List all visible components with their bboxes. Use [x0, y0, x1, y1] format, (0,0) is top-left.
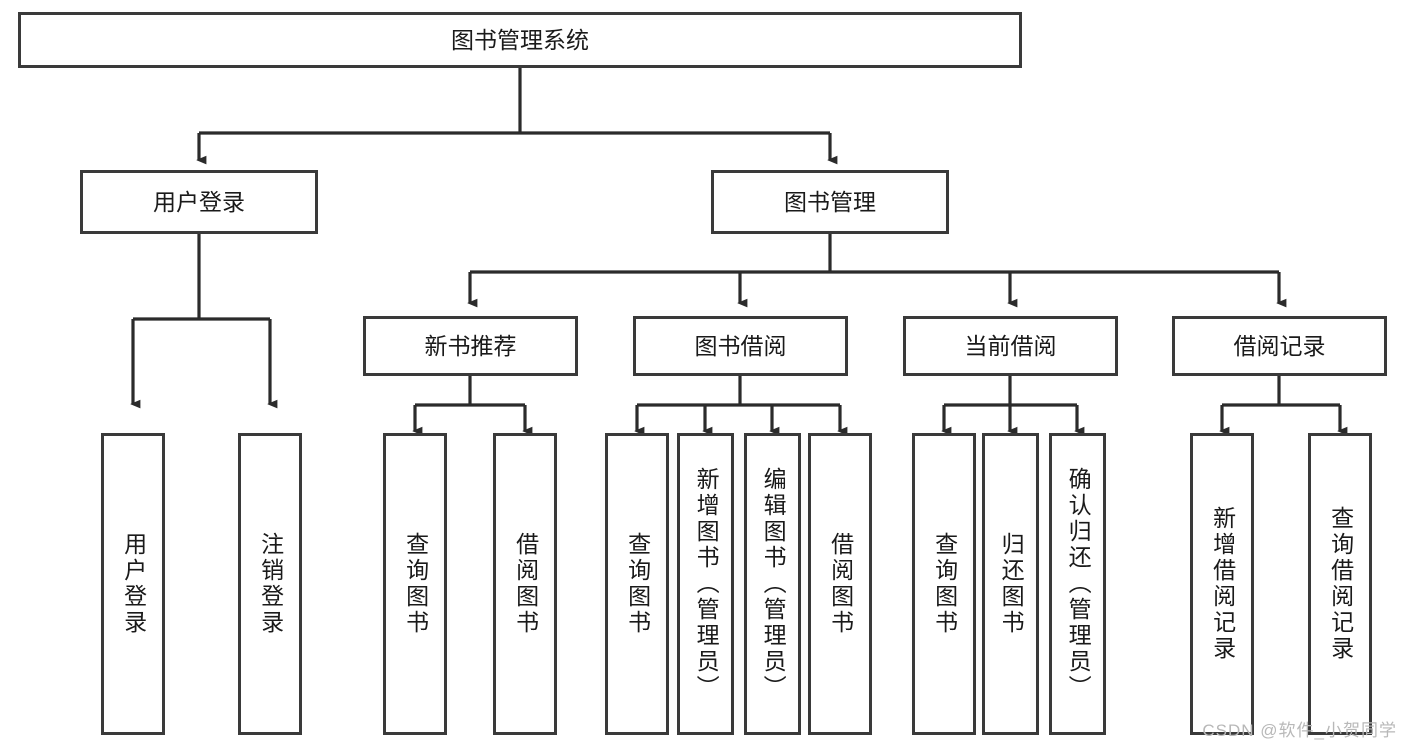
node-leaf-add-record[interactable]: 新增借阅记录 [1190, 433, 1254, 735]
node-root-label: 图书管理系统 [451, 26, 589, 53]
node-leaf-borrow-book-1-label: 借阅图书 [512, 532, 539, 636]
node-leaf-logout[interactable]: 注销登录 [238, 433, 302, 735]
node-leaf-query-book-1[interactable]: 查询图书 [383, 433, 447, 735]
node-current-borrow-label: 当前借阅 [964, 332, 1057, 359]
node-new-book-recommend-label: 新书推荐 [424, 332, 517, 359]
node-leaf-add-book-label: 新增图书（管理员） [693, 467, 720, 701]
node-leaf-query-book-2[interactable]: 查询图书 [605, 433, 669, 735]
node-user-login[interactable]: 用户登录 [80, 170, 318, 234]
watermark: CSDN @软件_小贺同学 [1202, 721, 1397, 740]
node-leaf-user-login[interactable]: 用户登录 [101, 433, 165, 735]
node-leaf-edit-book-label: 编辑图书（管理员） [760, 467, 787, 701]
node-book-management-label: 图书管理 [784, 188, 876, 215]
node-leaf-return-book-label: 归还图书 [998, 532, 1025, 636]
node-current-borrow[interactable]: 当前借阅 [903, 316, 1118, 376]
node-leaf-query-book-1-label: 查询图书 [402, 532, 429, 636]
node-leaf-borrow-book-2[interactable]: 借阅图书 [808, 433, 872, 735]
node-book-borrow-label: 图书借阅 [694, 332, 787, 359]
node-book-management[interactable]: 图书管理 [711, 170, 949, 234]
node-leaf-borrow-book-1[interactable]: 借阅图书 [493, 433, 557, 735]
node-root[interactable]: 图书管理系统 [18, 12, 1022, 68]
node-leaf-logout-label: 注销登录 [257, 532, 284, 636]
node-leaf-query-book-3-label: 查询图书 [931, 532, 958, 636]
node-user-login-label: 用户登录 [153, 188, 245, 215]
node-leaf-user-login-label: 用户登录 [120, 532, 147, 636]
node-leaf-return-book[interactable]: 归还图书 [982, 433, 1039, 735]
node-book-borrow[interactable]: 图书借阅 [633, 316, 848, 376]
node-leaf-add-book[interactable]: 新增图书（管理员） [677, 433, 734, 735]
node-borrow-record[interactable]: 借阅记录 [1172, 316, 1387, 376]
node-leaf-edit-book[interactable]: 编辑图书（管理员） [744, 433, 801, 735]
node-leaf-add-record-label: 新增借阅记录 [1209, 506, 1236, 662]
node-leaf-query-book-3[interactable]: 查询图书 [912, 433, 976, 735]
node-leaf-query-book-2-label: 查询图书 [624, 532, 651, 636]
node-new-book-recommend[interactable]: 新书推荐 [363, 316, 578, 376]
node-borrow-record-label: 借阅记录 [1233, 332, 1326, 359]
node-leaf-confirm-return-label: 确认归还（管理员） [1065, 467, 1092, 701]
node-leaf-borrow-book-2-label: 借阅图书 [827, 532, 854, 636]
node-leaf-confirm-return[interactable]: 确认归还（管理员） [1049, 433, 1106, 735]
node-leaf-query-record-label: 查询借阅记录 [1327, 506, 1354, 662]
node-leaf-query-record[interactable]: 查询借阅记录 [1308, 433, 1372, 735]
